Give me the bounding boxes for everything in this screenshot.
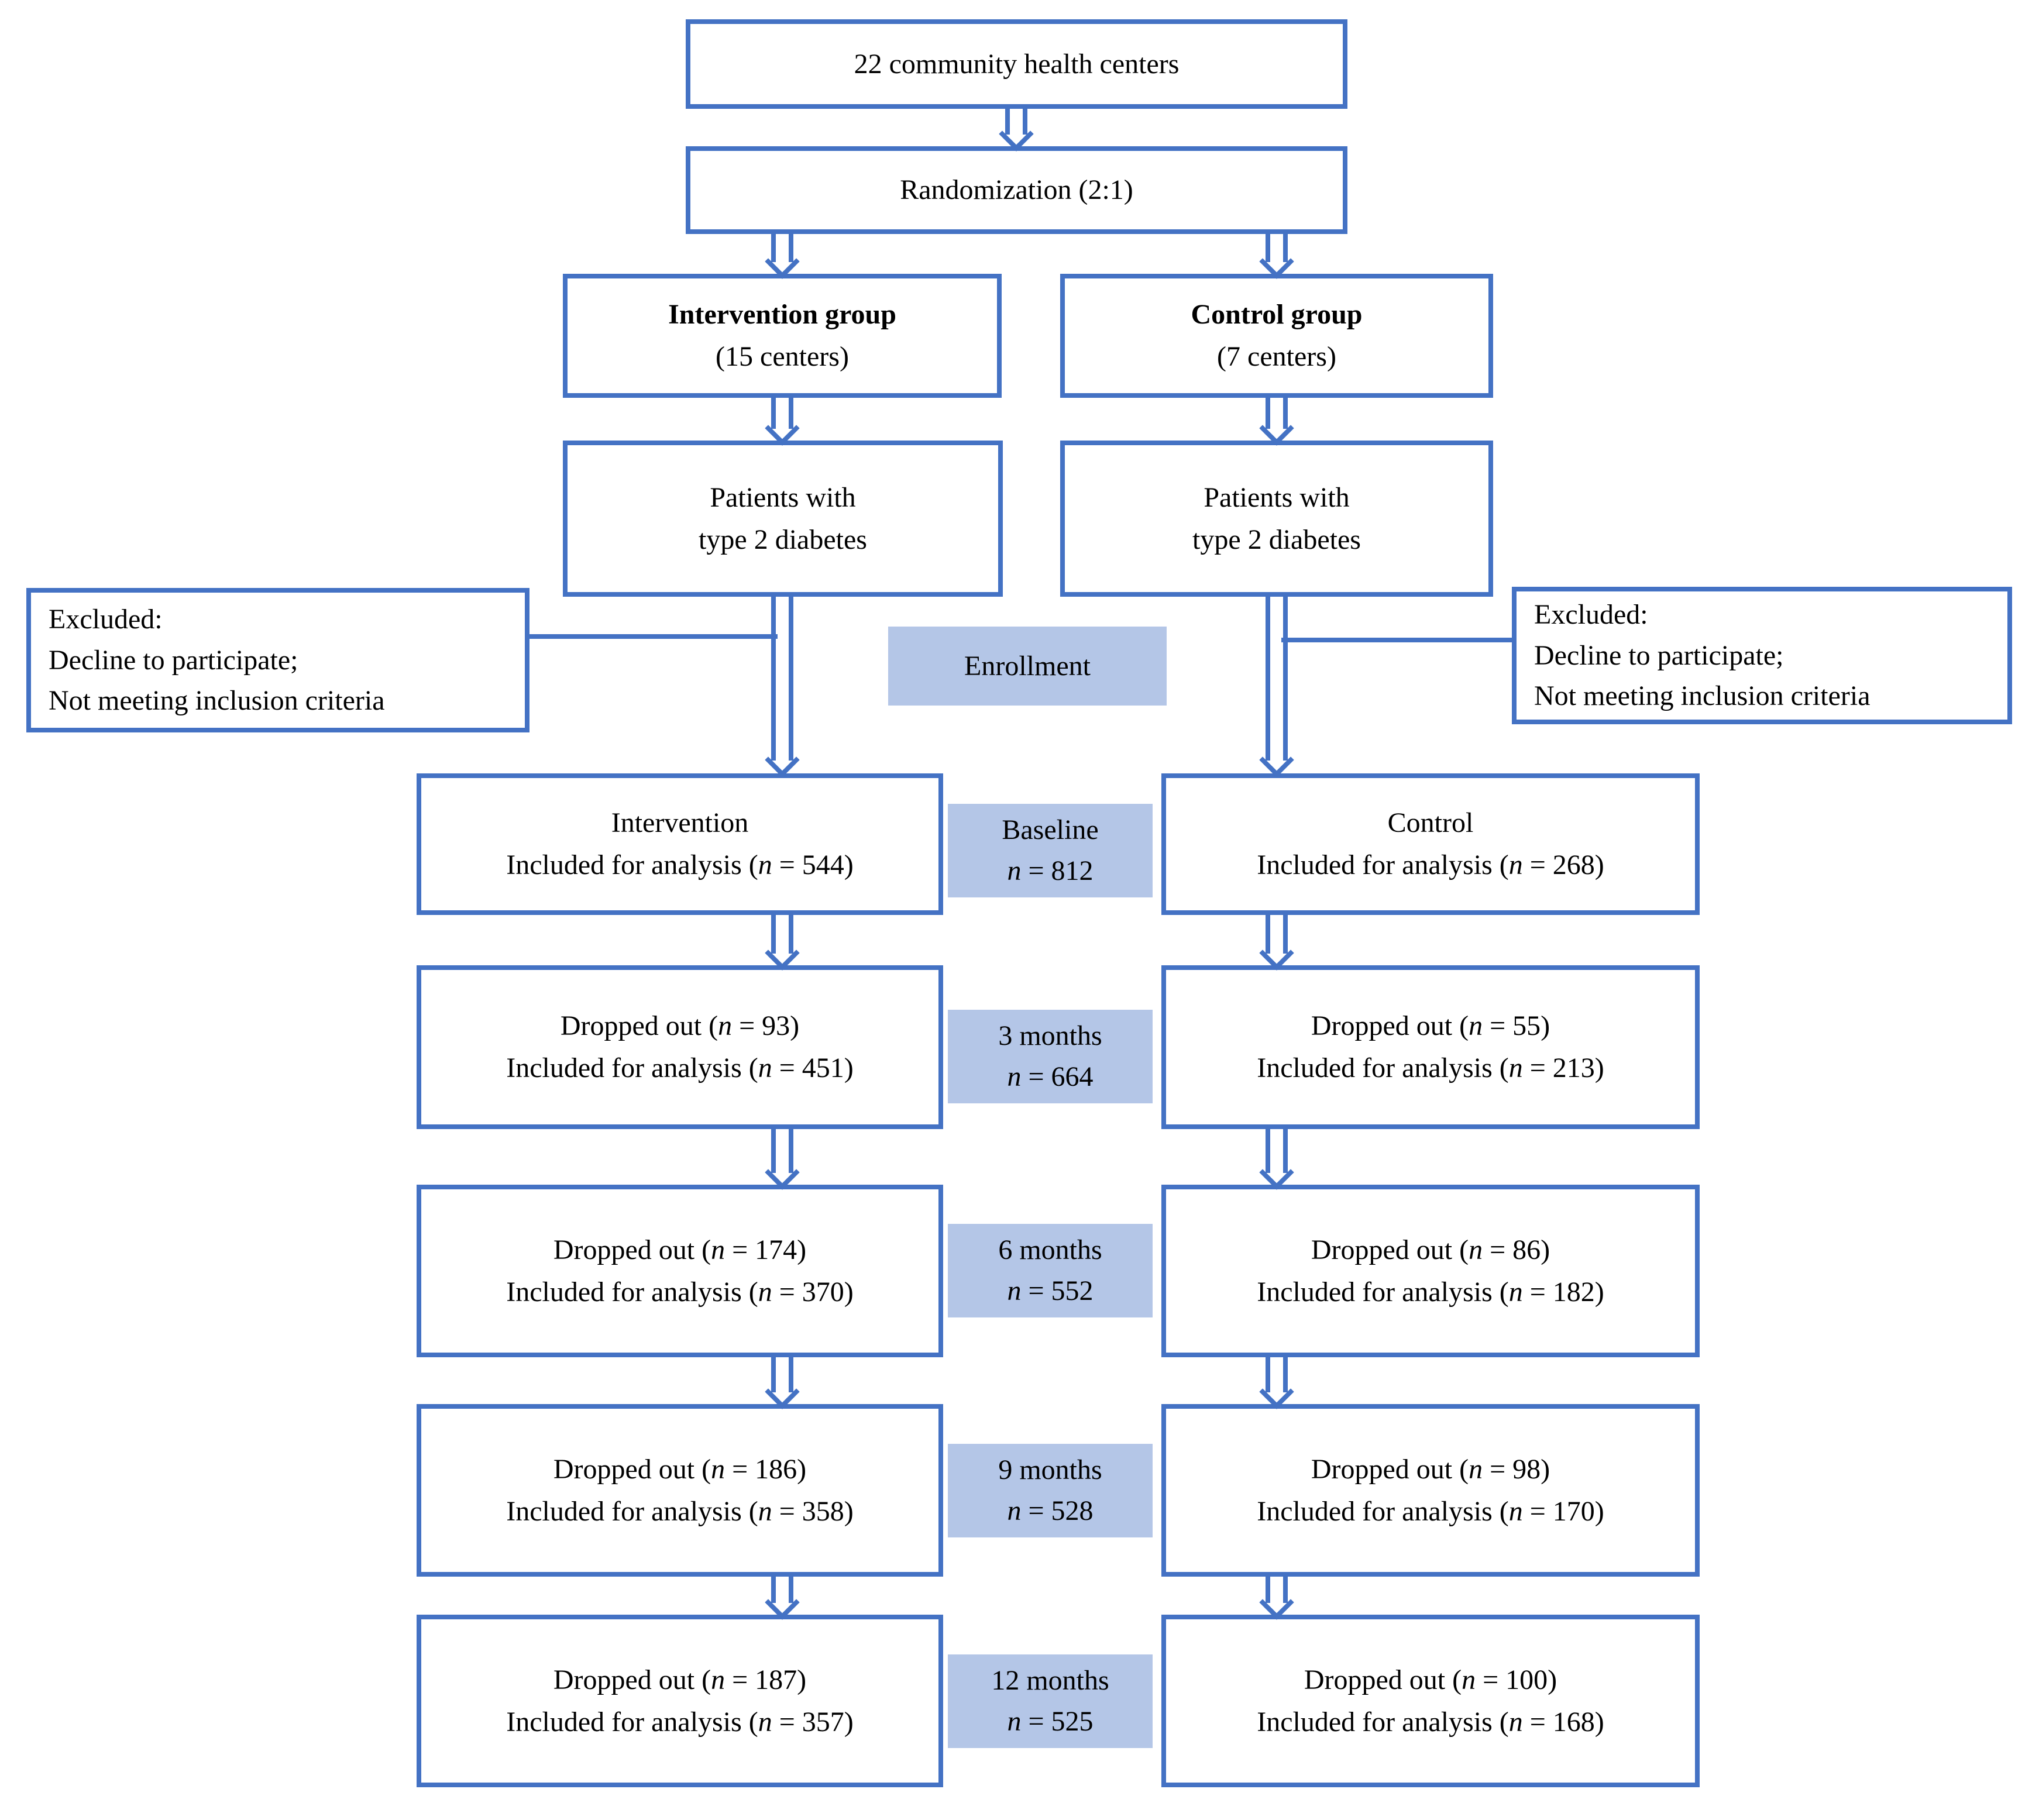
arrow-patients-to-baseline-left <box>765 597 800 777</box>
excluded-left-line1: Excluded: <box>49 604 163 635</box>
stage-label-baseline: Baseline n = 812 <box>948 804 1153 897</box>
stage-label-12months: 12 months n = 525 <box>948 1654 1153 1748</box>
control-6months-box: Dropped out (n = 86) Included for analys… <box>1161 1185 1700 1357</box>
stage-label-9months: 9 months n = 528 <box>948 1444 1153 1537</box>
intervention-9months-line2: Included for analysis (n = 358) <box>506 1495 854 1527</box>
control-9months-line1: Dropped out (n = 98) <box>1311 1453 1550 1485</box>
excluded-right-line1: Excluded: <box>1534 599 1648 631</box>
intervention-12months-line2: Included for analysis (n = 357) <box>506 1706 854 1738</box>
stage-9months-n: n = 528 <box>1007 1495 1094 1526</box>
control-baseline-line2: Included for analysis (n = 268) <box>1257 849 1604 880</box>
arrow-9months-to-12months-left <box>765 1577 800 1620</box>
stage-12months-n: n = 525 <box>1007 1706 1094 1737</box>
stage-6months-text: 6 months <box>998 1234 1102 1266</box>
intervention-3months-line1: Dropped out (n = 93) <box>560 1010 800 1041</box>
excluded-left-line3: Not meeting inclusion criteria <box>49 685 385 717</box>
excluded-right-box: Excluded: Decline to participate; Not me… <box>1512 587 2012 724</box>
arrow-centers-to-randomization <box>999 109 1034 152</box>
control-9months-box: Dropped out (n = 98) Included for analys… <box>1161 1404 1700 1577</box>
control-3months-box: Dropped out (n = 55) Included for analys… <box>1161 965 1700 1129</box>
intervention-group-title: Intervention group <box>668 299 896 330</box>
control-group-title: Control group <box>1191 299 1363 330</box>
control-baseline-line1: Control <box>1387 807 1474 838</box>
control-baseline-box: Control Included for analysis (n = 268) <box>1161 773 1700 915</box>
arrow-patients-to-baseline-right <box>1259 597 1294 777</box>
patients-control-line2: type 2 diabetes <box>1192 524 1361 555</box>
intervention-9months-line1: Dropped out (n = 186) <box>553 1453 807 1485</box>
intervention-12months-line1: Dropped out (n = 187) <box>553 1664 807 1695</box>
control-3months-line1: Dropped out (n = 55) <box>1311 1010 1550 1041</box>
stage-3months-text: 3 months <box>998 1020 1102 1052</box>
patients-control-box: Patients with type 2 diabetes <box>1060 441 1493 597</box>
control-12months-box: Dropped out (n = 100) Included for analy… <box>1161 1615 1700 1787</box>
patients-control-line1: Patients with <box>1204 481 1350 513</box>
stage-9months-text: 9 months <box>998 1454 1102 1486</box>
stage-baseline-text: Baseline <box>1002 814 1099 846</box>
excluded-left-line2: Decline to participate; <box>49 644 298 676</box>
intervention-3months-box: Dropped out (n = 93) Included for analys… <box>417 965 943 1129</box>
intervention-6months-box: Dropped out (n = 174) Included for analy… <box>417 1185 943 1357</box>
intervention-6months-line1: Dropped out (n = 174) <box>553 1234 807 1265</box>
enrollment-label: Enrollment <box>888 627 1167 706</box>
stage-3months-n: n = 664 <box>1007 1061 1094 1092</box>
randomization-text: Randomization (2:1) <box>900 174 1133 205</box>
control-12months-line1: Dropped out (n = 100) <box>1304 1664 1557 1695</box>
arrow-6months-to-9months-right <box>1259 1357 1294 1409</box>
arrow-baseline-to-3months-left <box>765 915 800 971</box>
control-group-box: Control group (7 centers) <box>1060 274 1493 398</box>
stage-12months-text: 12 months <box>991 1665 1109 1697</box>
intervention-group-subtitle: (15 centers) <box>716 341 849 372</box>
stage-label-6months: 6 months n = 552 <box>948 1224 1153 1317</box>
arrow-baseline-to-3months-right <box>1259 915 1294 971</box>
connector-excluded-left <box>529 634 778 639</box>
health-centers-text: 22 community health centers <box>854 48 1180 80</box>
stage-baseline-n: n = 812 <box>1007 855 1094 886</box>
intervention-baseline-box: Intervention Included for analysis (n = … <box>417 773 943 915</box>
excluded-right-line3: Not meeting inclusion criteria <box>1534 680 1870 712</box>
intervention-baseline-line2: Included for analysis (n = 544) <box>506 849 854 880</box>
stage-label-3months: 3 months n = 664 <box>948 1010 1153 1103</box>
control-12months-line2: Included for analysis (n = 168) <box>1257 1706 1604 1738</box>
patients-intervention-line1: Patients with <box>710 481 856 513</box>
intervention-baseline-line1: Intervention <box>611 807 749 838</box>
control-6months-line1: Dropped out (n = 86) <box>1311 1234 1550 1265</box>
intervention-12months-box: Dropped out (n = 187) Included for analy… <box>417 1615 943 1787</box>
excluded-left-box: Excluded: Decline to participate; Not me… <box>26 588 529 732</box>
enrollment-text: Enrollment <box>964 650 1091 682</box>
arrow-3months-to-6months-right <box>1259 1129 1294 1190</box>
control-group-subtitle: (7 centers) <box>1217 341 1336 372</box>
arrow-randomization-to-control <box>1259 234 1294 279</box>
patients-intervention-box: Patients with type 2 diabetes <box>563 441 1003 597</box>
intervention-3months-line2: Included for analysis (n = 451) <box>506 1052 854 1083</box>
arrow-6months-to-9months-left <box>765 1357 800 1409</box>
excluded-right-line2: Decline to participate; <box>1534 639 1784 671</box>
control-6months-line2: Included for analysis (n = 182) <box>1257 1276 1604 1308</box>
control-3months-line2: Included for analysis (n = 213) <box>1257 1052 1604 1083</box>
connector-excluded-right <box>1281 638 1512 642</box>
patients-intervention-line2: type 2 diabetes <box>699 524 867 555</box>
stage-6months-n: n = 552 <box>1007 1275 1094 1306</box>
arrow-3months-to-6months-left <box>765 1129 800 1190</box>
arrow-9months-to-12months-right <box>1259 1577 1294 1620</box>
arrow-intervention-to-patients <box>765 398 800 446</box>
intervention-group-box: Intervention group (15 centers) <box>563 274 1002 398</box>
randomization-box: Randomization (2:1) <box>686 146 1347 234</box>
arrow-randomization-to-intervention <box>765 234 800 279</box>
arrow-control-to-patients <box>1259 398 1294 446</box>
control-9months-line2: Included for analysis (n = 170) <box>1257 1495 1604 1527</box>
intervention-6months-line2: Included for analysis (n = 370) <box>506 1276 854 1308</box>
intervention-9months-box: Dropped out (n = 186) Included for analy… <box>417 1404 943 1577</box>
health-centers-box: 22 community health centers <box>686 19 1347 109</box>
